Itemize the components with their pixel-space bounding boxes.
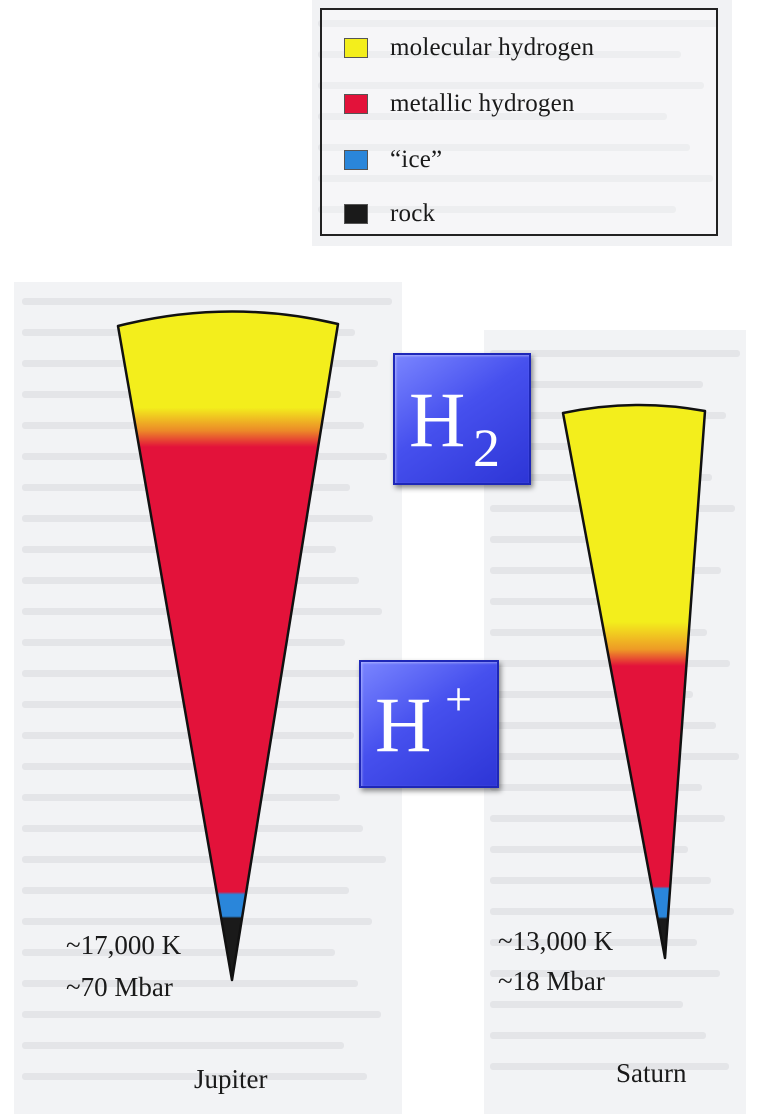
background-text-line — [318, 175, 713, 182]
background-text-line — [490, 877, 711, 884]
background-text-line — [490, 1063, 729, 1070]
legend-label-molecular: molecular hydrogen — [390, 34, 595, 61]
background-text-line — [490, 970, 720, 977]
hplus-badge: H + — [359, 660, 499, 788]
jupiter-label: Jupiter — [194, 1064, 268, 1094]
saturn-pressure: ~18 Mbar — [498, 966, 605, 996]
background-text-line — [318, 82, 704, 89]
background-text-line — [318, 51, 681, 58]
legend-item-ice: “ice” — [344, 140, 442, 180]
background-text-line — [490, 1032, 706, 1039]
legend-label-rock: rock — [390, 200, 436, 227]
background-text-line — [22, 1073, 367, 1080]
jupiter-temperature: ~17,000 K — [66, 930, 182, 960]
legend-swatch-rock — [344, 204, 368, 224]
background-text-line — [490, 1001, 683, 1008]
legend-item-metallic: metallic hydrogen — [344, 84, 575, 124]
legend-item-rock: rock — [344, 194, 435, 234]
background-text-line — [22, 918, 372, 925]
background-text-line — [22, 856, 386, 863]
h2-subscript: 2 — [473, 418, 500, 478]
background-text-line — [22, 949, 335, 956]
legend-swatch-metallic — [344, 94, 368, 114]
background-text-line — [490, 908, 734, 915]
legend-swatch-molecular — [344, 38, 368, 58]
legend: molecular hydrogen metallic hydrogen “ic… — [320, 8, 718, 236]
background-text-line — [318, 144, 690, 151]
background-text-line — [22, 1042, 344, 1049]
hplus-symbol: H — [375, 681, 432, 768]
h2-symbol: H — [409, 376, 466, 463]
jupiter-pressure: ~70 Mbar — [66, 972, 173, 1002]
saturn-label: Saturn — [616, 1058, 687, 1088]
background-text-line — [490, 381, 703, 388]
saturn-wedge — [561, 403, 707, 960]
background-text-line — [490, 784, 702, 791]
legend-label-ice: “ice” — [390, 146, 443, 173]
background-text-line — [22, 732, 354, 739]
h2-badge: H 2 — [393, 353, 531, 485]
background-text-line — [22, 794, 340, 801]
background-text-line — [490, 598, 684, 605]
background-text-line — [490, 815, 725, 822]
background-text-line — [490, 691, 693, 698]
background-text-line — [490, 753, 739, 760]
jupiter-wedge — [116, 310, 340, 982]
background-text-line — [490, 350, 740, 357]
background-text-line — [490, 722, 716, 729]
background-text-line — [22, 1011, 381, 1018]
background-text-line — [318, 206, 676, 213]
background-text-line — [490, 629, 707, 636]
background-text-line — [22, 298, 392, 305]
legend-label-metallic: metallic hydrogen — [390, 90, 575, 117]
hplus-superscript: + — [445, 673, 473, 726]
background-text-line — [22, 980, 358, 987]
background-text-line — [318, 20, 718, 27]
legend-swatch-ice — [344, 150, 368, 170]
background-text-line — [22, 887, 349, 894]
background-scan-top — [312, 0, 732, 246]
background-text-line — [22, 825, 363, 832]
background-text-line — [318, 113, 667, 120]
saturn-temperature: ~13,000 K — [498, 926, 614, 956]
legend-item-molecular: molecular hydrogen — [344, 28, 594, 68]
background-text-line — [490, 939, 697, 946]
background-text-line — [490, 846, 688, 853]
